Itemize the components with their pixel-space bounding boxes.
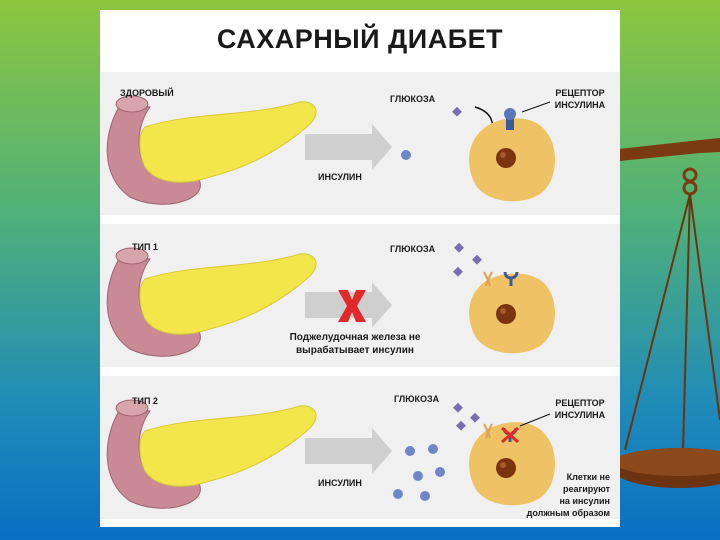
- panel-type1-label: ТИП 1: [132, 242, 158, 252]
- glucose-label: ГЛЮКОЗА: [390, 244, 436, 254]
- diagram-title: САХАРНЫЙ ДИАБЕТ: [216, 24, 504, 54]
- panel-type2: ТИП 2 ИНСУЛИН ГЛЮКОЗА РЕЦЕПТОР ИНСУЛИНА …: [100, 376, 620, 519]
- panel-healthy-drawing: [106, 95, 556, 205]
- panel-type1: ТИП 1 ГЛЮКОЗА Поджелудочная железа не вы…: [100, 224, 620, 367]
- insulin-molecule: [420, 491, 430, 501]
- glucose-transporter: [483, 423, 493, 439]
- glucose-molecule: [454, 242, 464, 253]
- receptor-label-line2: ИНСУЛИНА: [554, 100, 606, 110]
- insulin-molecule: [413, 471, 423, 481]
- insulin-molecule: [428, 444, 438, 454]
- receptor-label-line1: РЕЦЕПТОР: [555, 88, 605, 98]
- note-line2: вырабатывает инсулин: [296, 345, 414, 356]
- glucose-label: ГЛЮКОЗА: [394, 394, 440, 404]
- arrow: [305, 428, 392, 474]
- pancreas: [139, 253, 317, 335]
- glucose-molecule: [470, 412, 480, 423]
- note-line3: на инсулин: [559, 496, 611, 506]
- note-line1: Клетки не: [566, 472, 610, 482]
- note-line2: реагируют: [562, 484, 610, 494]
- nucleus: [496, 148, 516, 168]
- glucose-transporter: [483, 271, 493, 287]
- glucose-label: ГЛЮКОЗА: [390, 94, 436, 104]
- insulin-receptor: [503, 271, 519, 286]
- glucose-molecule: [456, 420, 466, 431]
- glucose-molecule: [472, 254, 482, 265]
- panel-type2-label: ТИП 2: [132, 396, 158, 406]
- panel-type2-drawing: [106, 399, 556, 509]
- insulin-label: ИНСУЛИН: [318, 172, 362, 182]
- panel-type1-drawing: [106, 242, 556, 357]
- glucose-molecule: [452, 106, 462, 117]
- glucose-molecule: [453, 266, 463, 277]
- panel-healthy-label: ЗДОРОВЫЙ: [120, 88, 174, 98]
- insulin-molecule: [401, 150, 411, 160]
- note-line4: должным образом: [526, 508, 610, 518]
- pancreas: [139, 101, 317, 183]
- panel-healthy: ЗДОРОВЫЙ ИНСУЛИН ГЛЮКОЗА РЕЦЕПТОР ИНСУЛИ…: [100, 72, 620, 215]
- insulin-receptor: [506, 117, 514, 130]
- receptor-label-line1: РЕЦЕПТОР: [555, 398, 605, 408]
- blocked-x-icon: [338, 290, 366, 322]
- pancreas: [139, 405, 317, 487]
- diagram-card: САХАРНЫЙ ДИАБЕТ ЗДОРОВЫЙ ИНСУЛИН ГЛЮКОЗА…: [100, 10, 620, 527]
- blocked-x-icon: [501, 426, 519, 444]
- note-line1: Поджелудочная железа не: [289, 332, 421, 343]
- glucose-molecule: [453, 402, 463, 413]
- arrow: [305, 124, 392, 170]
- receptor-label-line2: ИНСУЛИНА: [554, 410, 606, 420]
- insulin-molecule: [393, 489, 403, 499]
- nucleus: [496, 304, 516, 324]
- nucleus: [496, 458, 516, 478]
- insulin-label: ИНСУЛИН: [318, 478, 362, 488]
- insulin-molecule: [405, 446, 415, 456]
- insulin-molecule: [435, 467, 445, 477]
